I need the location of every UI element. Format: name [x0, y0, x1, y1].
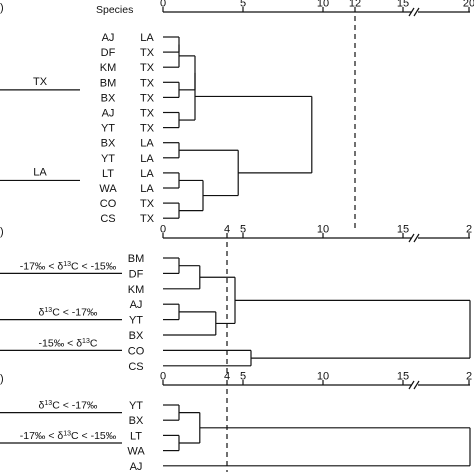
leaf-group: LA	[140, 183, 154, 195]
leaf-species: YT	[129, 400, 143, 412]
group-label: TX	[33, 76, 48, 88]
tick-label: 0	[160, 224, 166, 236]
leaf-species: CS	[100, 213, 115, 225]
leaf-group: TX	[140, 77, 155, 89]
leaf-group: LA	[140, 32, 154, 44]
tick-label: 15	[397, 371, 409, 383]
group-label: δ13C < -17‰	[39, 400, 98, 412]
axis-break-mark	[408, 233, 415, 243]
tick-label: 10	[317, 0, 329, 10]
leaf-species: BX	[101, 138, 116, 150]
group-label: -17‰ < δ13C < -15‰	[20, 260, 117, 272]
leaf-group: TX	[140, 213, 155, 225]
tick-label: 0	[160, 0, 166, 10]
tick-label: 5	[240, 0, 246, 10]
leaf-species: BX	[129, 415, 144, 427]
group-label: LA	[33, 166, 47, 178]
species-header: Species	[96, 4, 133, 16]
leaf-species: LT	[102, 168, 114, 180]
leaf-species: BM	[128, 253, 145, 265]
axis-break-mark	[408, 380, 415, 390]
leaf-species: AJ	[102, 108, 115, 120]
leaf-group: TX	[140, 198, 155, 210]
tick-label: 15	[397, 0, 409, 10]
leaf-group: TX	[140, 92, 155, 104]
axis-break-mark	[413, 233, 420, 243]
tick-label: 10	[317, 371, 329, 383]
leaf-group: TX	[140, 123, 155, 135]
leaf-species: WA	[127, 446, 145, 458]
leaf-species: YT	[101, 153, 115, 165]
leaf-species: BM	[100, 77, 117, 89]
tick-label: 5	[240, 371, 246, 383]
tick-label: 4	[224, 371, 230, 383]
group-label: -15‰ < δ13C	[39, 337, 98, 349]
tick-label: 0	[160, 371, 166, 383]
leaf-species: KM	[100, 62, 117, 74]
panel-c-label: )	[0, 373, 4, 385]
panel-b-label: )	[0, 226, 4, 238]
leaf-species: DF	[129, 268, 144, 280]
leaf-species: AJ	[130, 299, 143, 311]
tick-label: 2	[466, 371, 472, 383]
axis-break-mark	[408, 7, 415, 17]
leaf-species: AJ	[102, 32, 115, 44]
leaf-species: DF	[101, 47, 116, 59]
leaf-species: YT	[101, 123, 115, 135]
axis-break-mark	[413, 380, 420, 390]
leaf-group: LA	[140, 153, 154, 165]
leaf-species: KM	[128, 284, 145, 296]
group-label: δ13C < -17‰	[39, 307, 98, 319]
leaf-group: LA	[140, 168, 154, 180]
leaf-group: LA	[140, 138, 154, 150]
tick-label: 5	[240, 224, 246, 236]
tick-label: 10	[317, 224, 329, 236]
tick-label: 15	[397, 224, 409, 236]
tick-label: 4	[224, 224, 230, 236]
leaf-group: TX	[140, 108, 155, 120]
leaf-species: AJ	[130, 461, 143, 473]
leaf-group: TX	[140, 47, 155, 59]
tick-label: 20	[463, 0, 474, 10]
leaf-species: YT	[129, 315, 143, 327]
panel-a-label: )	[0, 2, 4, 14]
leaf-species: BX	[129, 330, 144, 342]
leaf-species: CO	[100, 198, 117, 210]
leaf-species: WA	[99, 183, 117, 195]
axis-break-mark	[413, 7, 420, 17]
leaf-species: BX	[101, 92, 116, 104]
tick-label: 2	[466, 224, 472, 236]
leaf-species: CS	[128, 361, 143, 373]
group-label: -17‰ < δ13C < -15‰	[20, 430, 117, 442]
leaf-species: CO	[128, 345, 145, 357]
tick-label: 12	[349, 0, 361, 10]
leaf-species: LT	[130, 430, 142, 442]
leaf-group: TX	[140, 62, 155, 74]
